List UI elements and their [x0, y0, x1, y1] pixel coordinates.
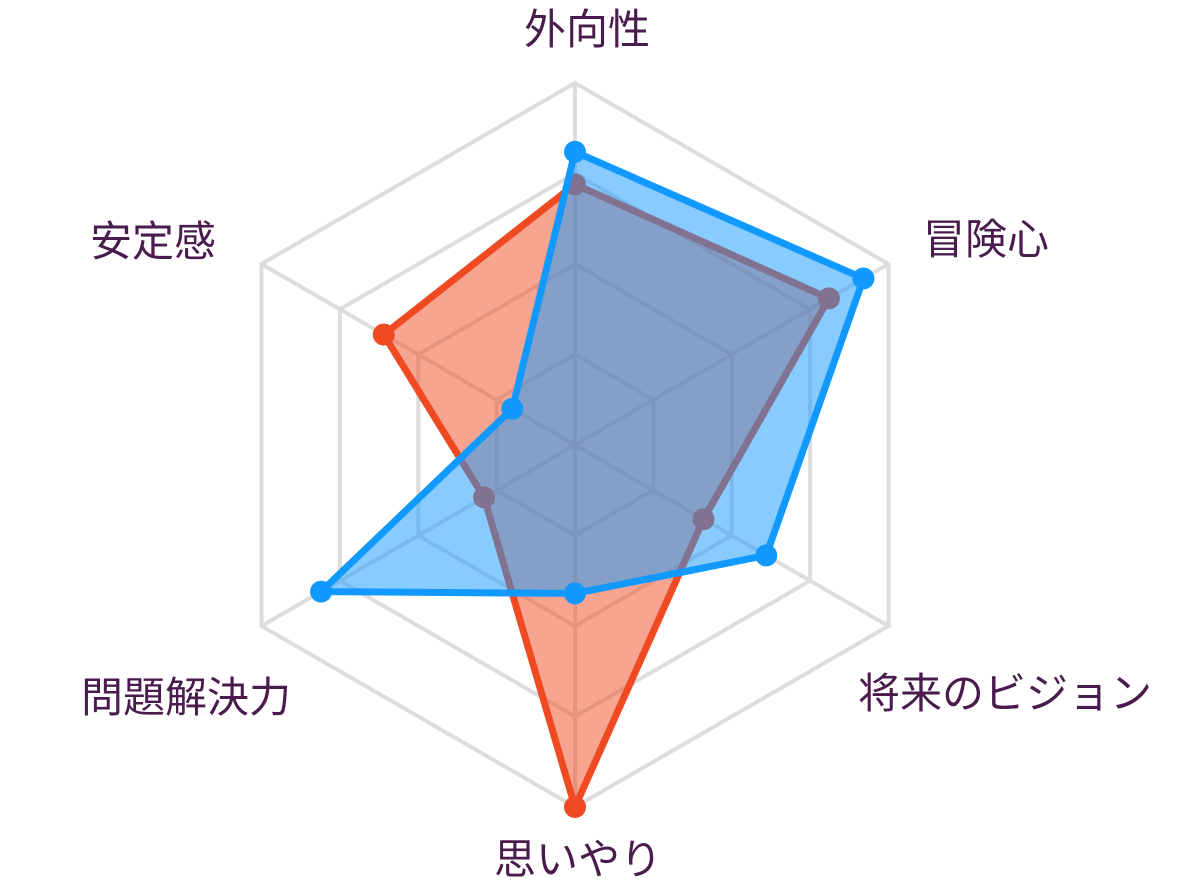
series-blue-point-3[interactable] [564, 582, 586, 605]
series-orange-point-5[interactable] [372, 323, 395, 346]
series-blue-point-4[interactable] [310, 580, 333, 603]
axis-label-0: 外向性 [524, 5, 650, 54]
series-blue-point-0[interactable] [564, 140, 586, 163]
series-blue-point-5[interactable] [501, 397, 524, 420]
series-blue-point-2[interactable] [755, 544, 778, 567]
axis-label-5: 安定感 [90, 217, 216, 266]
series-blue [310, 140, 875, 605]
axis-label-4: 問題解決力 [81, 673, 291, 722]
series-blue-point-1[interactable] [852, 267, 875, 290]
axis-labels: 外向性 冒険心 将来のビジョン 思いやり 問題解決力 安定感 [81, 5, 1152, 884]
series-orange-point-3[interactable] [564, 796, 586, 818]
axis-label-2: 将来のビジョン [858, 669, 1152, 718]
axis-label-1: 冒険心 [923, 215, 1049, 264]
axis-label-3: 思いやり [494, 835, 662, 884]
series-blue-area [317, 148, 867, 597]
radar-series [310, 140, 875, 818]
